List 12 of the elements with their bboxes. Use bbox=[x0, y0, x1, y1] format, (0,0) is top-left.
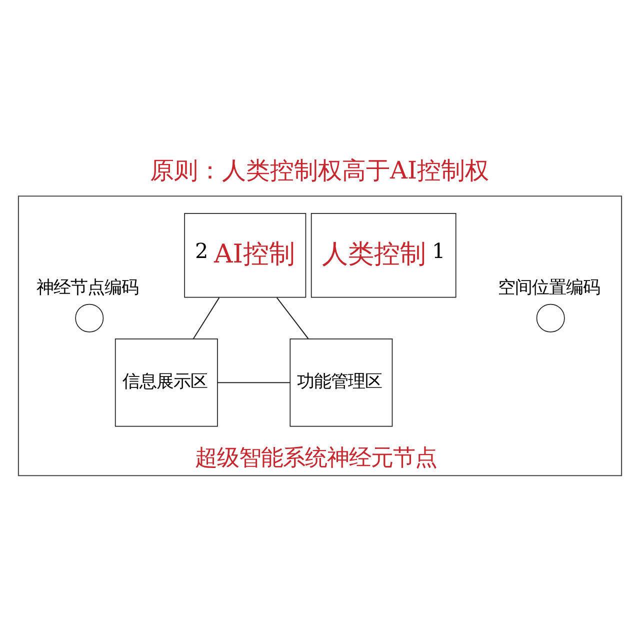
connector bbox=[193, 297, 220, 339]
node-box: 人类控制 1 bbox=[310, 213, 456, 298]
connector bbox=[217, 382, 290, 384]
node-circle bbox=[536, 304, 565, 332]
node-box: 信息展示区 bbox=[114, 338, 218, 427]
node-label: 空间位置编码 bbox=[498, 278, 600, 298]
node-circle bbox=[75, 304, 104, 332]
node-box: 功能管理区 bbox=[290, 338, 393, 427]
diagram-title: 原则：人类控制权高于AI控制权 bbox=[150, 156, 490, 184]
connector bbox=[276, 297, 309, 339]
node-label: 神经节点编码 bbox=[36, 278, 139, 298]
node-box: 2 AI控制 bbox=[184, 213, 306, 298]
